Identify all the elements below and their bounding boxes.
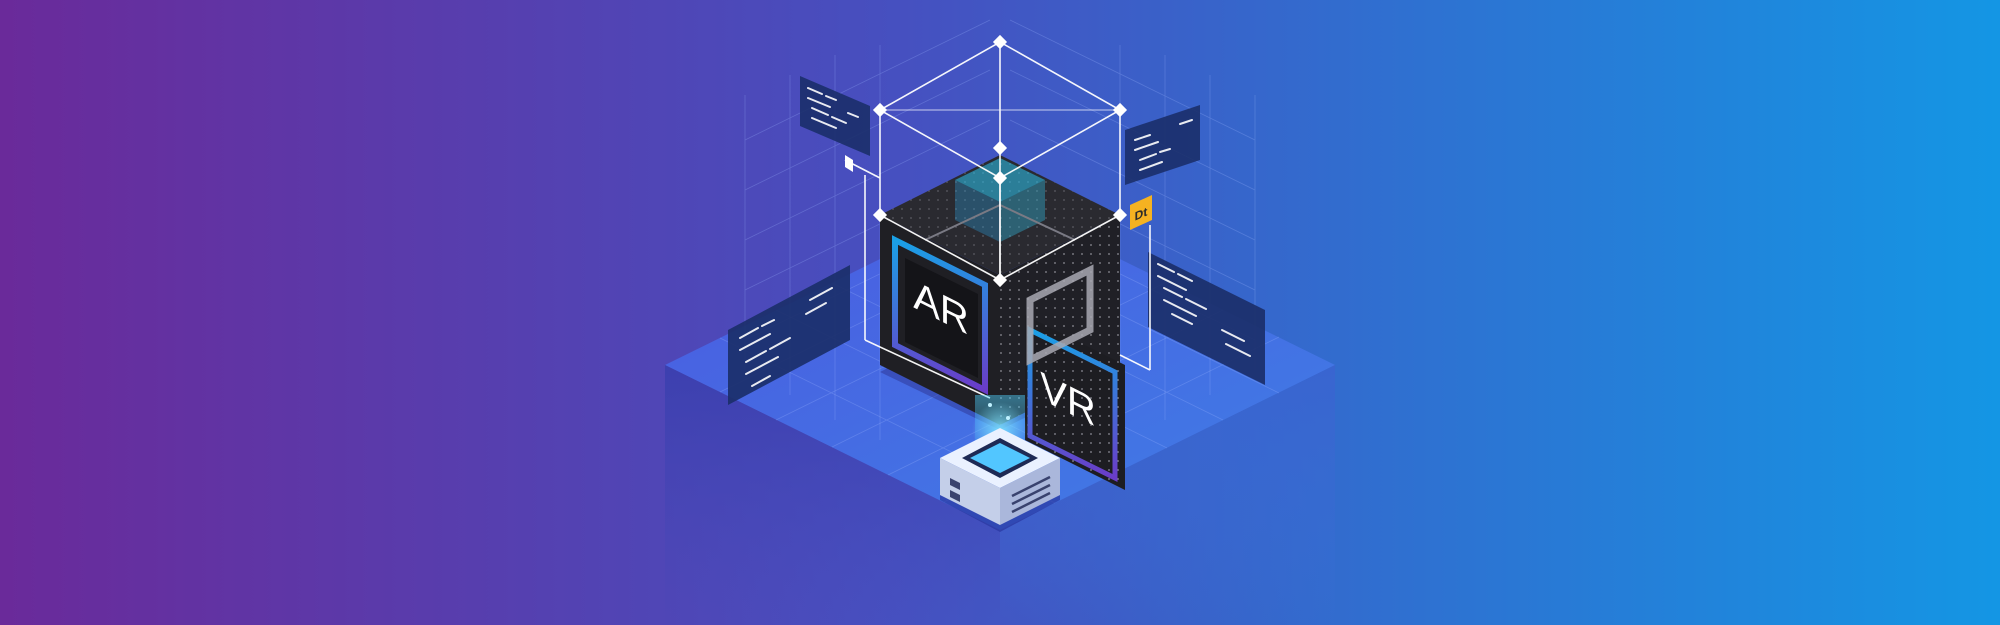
svg-text:Dt: Dt: [1135, 204, 1148, 223]
code-panel-bottom-left: [728, 265, 850, 405]
vr-outline-frame: [1026, 264, 1094, 366]
code-panel-top-right: [1125, 105, 1200, 185]
wireframe-nodes: [845, 34, 1128, 288]
code-panel-top-left: [800, 76, 870, 156]
projector-device: [940, 428, 1060, 532]
code-panel-bottom-right: [1148, 252, 1265, 385]
wireframe-cube: [844, 41, 1151, 399]
vr-face: VR: [1025, 315, 1125, 490]
dt-tag: Dt: [1130, 195, 1152, 230]
